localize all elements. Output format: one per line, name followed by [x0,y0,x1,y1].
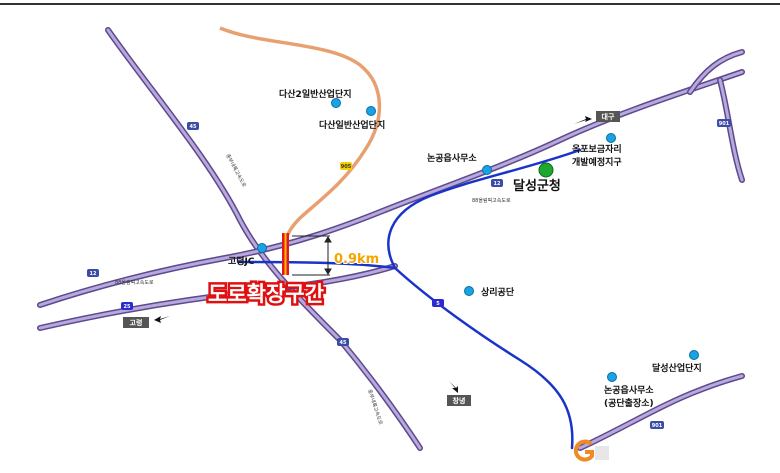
shield-25: 25 [124,304,131,310]
shield-901-top: 901 [719,121,730,127]
label-expansion-section: 도로확장구간 [208,282,324,306]
county-office-icon [538,162,554,178]
shield-45-top: 45 [190,124,197,130]
poi-complex1-icon [366,106,376,116]
local-road [219,26,382,245]
poi-sangri-icon [464,286,474,296]
expressways [37,27,745,451]
label-changnyeong: 창녕 [453,396,466,405]
poi-dalseong-complex-icon [689,350,699,360]
national-road-south [393,266,574,450]
shield-5: 5 [436,301,440,307]
shield-905: 905 [341,164,352,170]
road-name-olympic-left: 88올림픽고속도로 [115,279,154,286]
national-road-west [236,260,397,270]
label-distance: 0.9km [334,252,379,267]
poi-complex2-icon [331,98,341,108]
label-goryeong: 고령 [130,318,143,327]
g-logo-icon [573,439,609,462]
label-county-office: 달성군청 [513,178,561,194]
poi-okpo-icon [606,133,616,143]
shield-45-bottom: 45 [340,340,347,346]
label-sangri: 상리공단 [481,286,515,298]
arrow-daegu-icon [574,116,592,124]
road-name-jungbu-top: 중부내륙고속도로 [224,153,248,189]
label-complex1: 다산2일반산업단지 [279,88,352,100]
label-office1: 논공읍사무소 [427,152,477,164]
label-complex2: 다산일반산업단지 [319,119,385,131]
route-shields: 45 45 12 12 25 5 901 901 905 [87,119,731,429]
label-dalseong-complex: 달성산업단지 [652,362,702,374]
poi-goryeong-jc-icon [257,243,267,253]
label-office2: 논공읍사무소 [604,384,654,396]
poi-office1-icon [482,165,492,175]
label-okpo: 옥포보금자리 [572,143,622,155]
shield-901-bottom: 901 [652,423,663,429]
label-daegu: 대구 [602,112,615,121]
shield-12-mid: 12 [494,181,501,187]
arrow-goryeong-icon [154,316,170,323]
arrow-changnyeong-icon [449,381,458,393]
label-okpo-2: 개발예정지구 [572,156,622,168]
direction-goryeong: 고령 [123,316,170,328]
poi-office2-icon [607,372,617,382]
national-roads [236,148,582,450]
direction-changnyeong: 창녕 [447,381,471,406]
label-office2-sub: (공단출장소) [604,397,654,409]
poi-markers [257,98,699,382]
label-goryeong-jc: 고령JC [228,255,255,267]
shield-12-left: 12 [90,271,97,277]
national-road-north [387,148,582,270]
road-name-olympic-mid: 88올림픽고속도로 [472,197,511,204]
distance-dimension [292,235,332,276]
direction-daegu: 대구 [574,111,620,124]
